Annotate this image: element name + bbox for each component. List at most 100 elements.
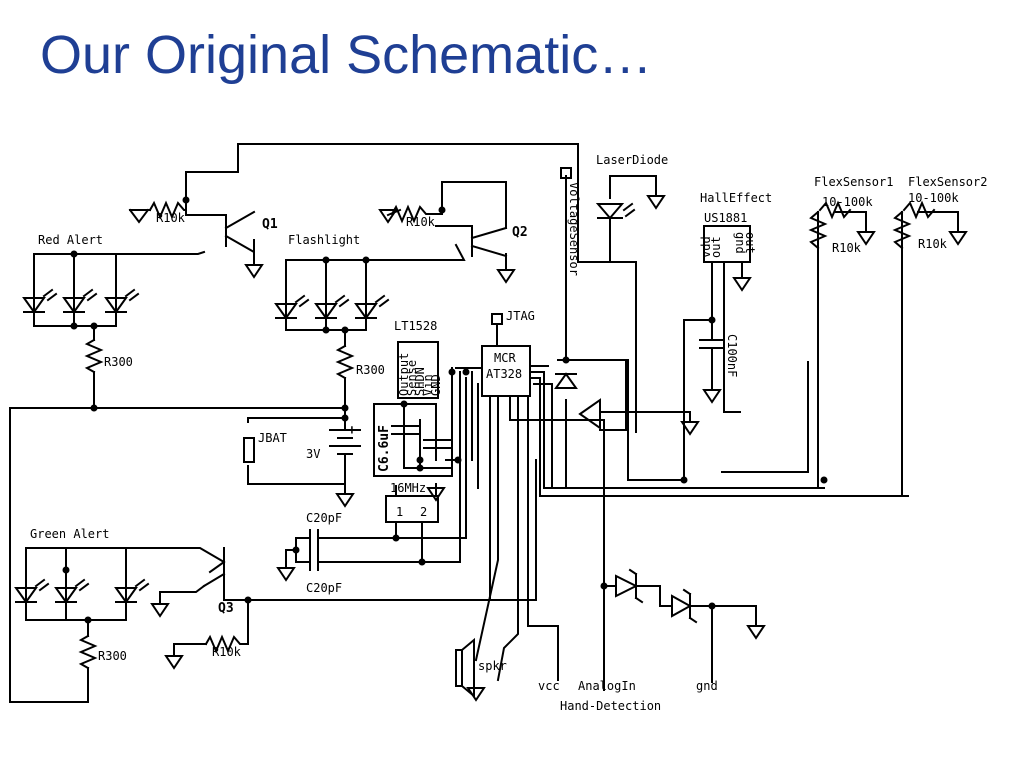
label-jtag: JTAG — [506, 309, 535, 323]
wires — [9, 143, 959, 703]
ground-q2-base — [378, 209, 398, 224]
label-us1881-pin-gnd: gnd — [733, 232, 747, 254]
ic-us1881 — [703, 225, 751, 263]
label-lt1528-pin-output: Output — [397, 353, 411, 396]
label-q1: Q1 — [262, 217, 278, 232]
label-us1881: US1881 — [704, 211, 747, 225]
ground-flex2 — [948, 231, 968, 246]
label-voltage-sensor: VoltageSensor — [567, 182, 581, 276]
capacitor-c20pf — [309, 529, 331, 571]
battery-3v — [329, 429, 361, 463]
ground-c100nf — [702, 389, 722, 404]
label-mcu-line1: MCR — [494, 351, 516, 365]
led-arrays — [14, 202, 636, 604]
connector-jbat — [243, 437, 255, 463]
label-r300-green: R300 — [98, 649, 127, 663]
label-us1881-pin-out-right: out — [743, 232, 757, 254]
label-q2: Q2 — [512, 225, 528, 240]
label-jbat: JBAT — [258, 431, 287, 445]
label-flex2: FlexSensor2 — [908, 175, 987, 189]
transistor-q2 — [435, 225, 508, 258]
capacitor-c100nf — [699, 339, 725, 361]
label-flashlight: Flashlight — [288, 233, 360, 247]
label-lt1528-pin-shdn: SHDN — [413, 367, 427, 396]
ic-lt1528 — [397, 341, 439, 399]
label-lt1528: LT1528 — [394, 319, 437, 333]
resistor-r300-red — [84, 338, 104, 374]
diode-voltage-sensor — [554, 372, 578, 389]
slide-title: Our Original Schematic… — [40, 25, 653, 85]
ground-q3 — [150, 603, 170, 618]
ground-q1 — [244, 264, 264, 279]
label-r300-flash: R300 — [356, 363, 385, 377]
label-flex1-r: R10k — [832, 241, 862, 255]
resistor-flex2 — [892, 210, 912, 250]
label-vcc: vcc — [538, 679, 560, 693]
ground-q3-base — [164, 655, 184, 670]
ground-lt1528 — [426, 487, 446, 502]
capacitor-c66uf — [391, 425, 419, 435]
flex-sensor-1-symbol — [818, 200, 852, 220]
label-crystal-pin1: 1 — [396, 505, 403, 519]
label-flex2-r: R10k — [918, 237, 948, 251]
ground-q2 — [496, 269, 516, 284]
ground-flex1 — [856, 231, 876, 246]
component-labels: Red Alert Flashlight Green Alert Q1 Q2 Q… — [30, 153, 987, 713]
ground-hall — [732, 277, 752, 292]
transistor-q1 — [199, 210, 256, 254]
transistors — [199, 210, 508, 601]
resistor-r10k-q1 — [148, 200, 187, 220]
label-crystal: 16MHz — [390, 481, 426, 495]
label-flex1-range: 10-100k — [822, 195, 873, 209]
resistors — [78, 200, 936, 670]
crystal-16mhz — [385, 495, 439, 523]
label-red-alert: Red Alert — [38, 233, 103, 247]
connector-voltage-sensor — [560, 167, 572, 179]
label-battery-plus: + — [348, 423, 356, 438]
junction-dots — [62, 196, 828, 624]
label-c66uf: C6.6uF — [377, 425, 392, 472]
ground-opamp — [680, 421, 700, 436]
ground-c20pf — [276, 567, 296, 582]
flex-sensor-2-symbol — [902, 200, 936, 220]
label-mcu-line2: AT328 — [486, 367, 522, 381]
diode-hand-2 — [671, 588, 698, 624]
label-q3: Q3 — [218, 601, 234, 616]
label-green-alert: Green Alert — [30, 527, 109, 541]
transistor-q3 — [202, 560, 226, 601]
connector-jtag — [491, 313, 503, 325]
label-lt1528-pin-vin: Vin — [421, 374, 435, 396]
label-us1881-pin-vdd: vdd — [699, 236, 713, 258]
label-crystal-pin2: 2 — [420, 505, 427, 519]
label-hand-detection: Hand-Detection — [560, 699, 661, 713]
resistor-r300-flash — [335, 344, 355, 380]
label-us1881-pin-out-left: out — [709, 236, 723, 258]
ground-hand — [746, 625, 766, 640]
label-lt1528-pin-gnd: GND — [429, 374, 443, 396]
opamp — [578, 398, 601, 430]
speaker — [455, 637, 475, 699]
ground-q1-base — [128, 208, 150, 224]
label-laser-diode: LaserDiode — [596, 153, 668, 167]
resistor-flex1 — [808, 210, 828, 250]
components — [243, 167, 751, 699]
label-analog-in: AnalogIn — [578, 679, 636, 693]
label-r300-red: R300 — [104, 355, 133, 369]
label-lt1528-pin-sense: Sense — [405, 360, 419, 396]
label-flex2-range: 10-100k — [908, 191, 959, 205]
label-r10k-q1: R10k — [156, 211, 186, 225]
ground-symbols — [128, 195, 968, 702]
diode-hand-1 — [615, 568, 644, 604]
ic-mcu — [481, 345, 531, 397]
label-gnd: gnd — [696, 679, 718, 693]
label-battery-voltage: 3V — [306, 447, 320, 461]
resistor-r300-green — [78, 634, 98, 670]
label-flex1: FlexSensor1 — [814, 175, 893, 189]
ground-laser — [646, 195, 666, 210]
label-c20pf-top: C20pF — [306, 511, 342, 525]
label-r10k-q2: R10k — [406, 215, 436, 229]
label-hall-effect: HallEffect — [700, 191, 772, 205]
resistor-r10k-q3 — [204, 634, 245, 654]
